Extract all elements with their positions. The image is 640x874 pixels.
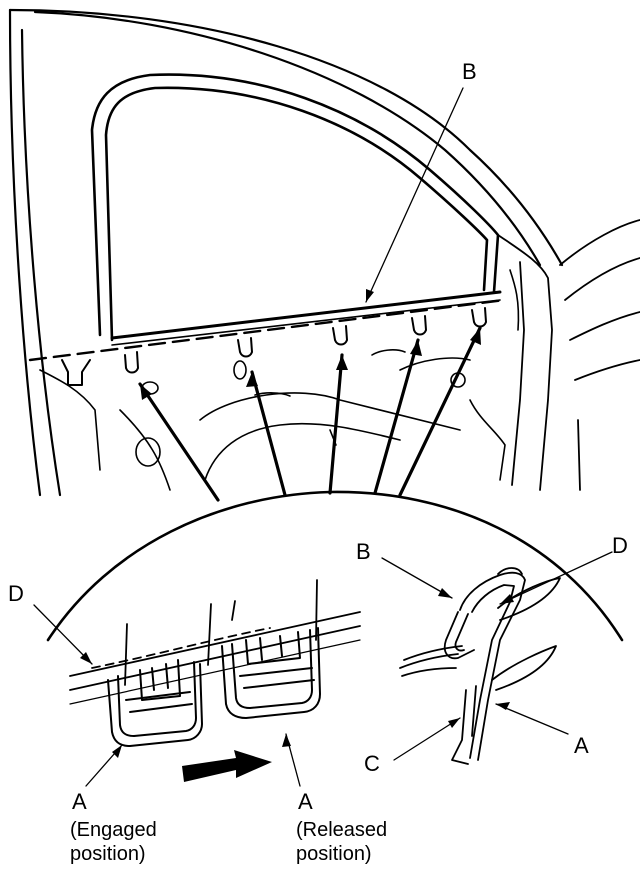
arrowheads xyxy=(140,328,481,400)
leader-engaged-a-head xyxy=(112,745,122,758)
leader-heads-right xyxy=(438,588,514,728)
clip-5 xyxy=(471,307,487,328)
arrow-to-clip-3 xyxy=(328,353,344,495)
label-right-d: D xyxy=(612,533,628,558)
leader-top-b-head xyxy=(366,289,374,302)
door-frame xyxy=(8,8,564,497)
leader-top-b xyxy=(365,87,464,303)
clip-line xyxy=(28,298,507,362)
caption-released-line2: position) xyxy=(296,843,372,865)
detail-circle-arc xyxy=(46,490,624,642)
leader-left-d xyxy=(33,604,93,665)
window-opening xyxy=(90,73,500,342)
caption-released-line1: (Released xyxy=(296,819,388,841)
clip-4 xyxy=(411,315,427,336)
label-engaged-a: A xyxy=(72,789,87,814)
arrow-to-clip-5 xyxy=(398,326,482,497)
clip-3 xyxy=(332,325,348,346)
label-top-b: B xyxy=(462,59,477,84)
clip-2 xyxy=(237,337,253,358)
detail-cross-section xyxy=(399,567,561,765)
leader-released-a-head xyxy=(282,734,291,747)
pointer-arrows xyxy=(138,326,482,502)
clip-engaged xyxy=(107,659,203,747)
clip-1 xyxy=(124,351,139,374)
label-right-a: A xyxy=(574,733,589,758)
arrow-to-clip-4 xyxy=(373,338,420,495)
slide-direction-arrow xyxy=(182,750,272,782)
caption-engaged-line2: position) xyxy=(70,843,146,865)
clip-left-bracket xyxy=(61,359,91,386)
label-left-d: D xyxy=(8,581,24,606)
door-pillar xyxy=(497,219,640,491)
caption-engaged-line1: (Engaged xyxy=(70,819,157,841)
label-right-c: C xyxy=(364,751,380,776)
label-released-a: A xyxy=(298,789,313,814)
arrow-to-clip-2 xyxy=(250,370,287,497)
detail-left-rail xyxy=(69,579,361,705)
clip-released xyxy=(221,627,321,719)
arrow-to-clip-1 xyxy=(138,382,220,502)
belt-molding xyxy=(110,290,502,346)
label-right-b: B xyxy=(356,539,371,564)
leader-left-d-head xyxy=(80,652,92,664)
